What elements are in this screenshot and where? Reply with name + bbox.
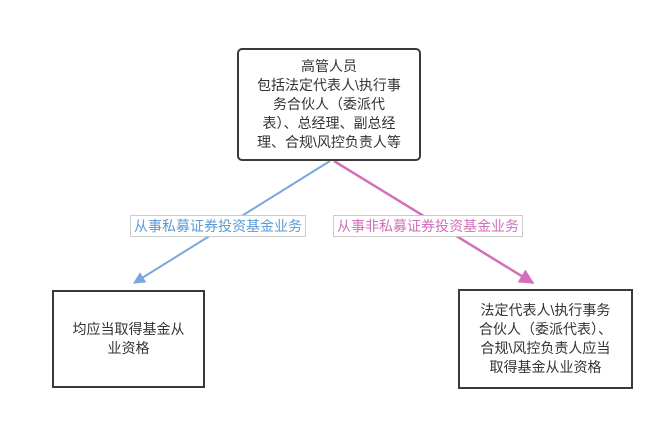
edge-label-private-fund-business: 从事私募证券投资基金业务 xyxy=(130,215,306,237)
left-box-all-must-obtain-qualification: 均应当取得基金从 业资格 xyxy=(52,290,205,388)
right-box-specified-roles-must-obtain-qualification: 法定代表人\执行事务 合伙人（委派代表）、 合规\风控负责人应当 取得基金从业资… xyxy=(458,289,633,389)
top-box-senior-executives: 高管人员 包括法定代表人\执行事 务合伙人（委派代 表）、总经理、副总经 理、合… xyxy=(237,48,421,161)
edge-label-non-private-fund-business: 从事非私募证券投资基金业务 xyxy=(333,215,523,237)
